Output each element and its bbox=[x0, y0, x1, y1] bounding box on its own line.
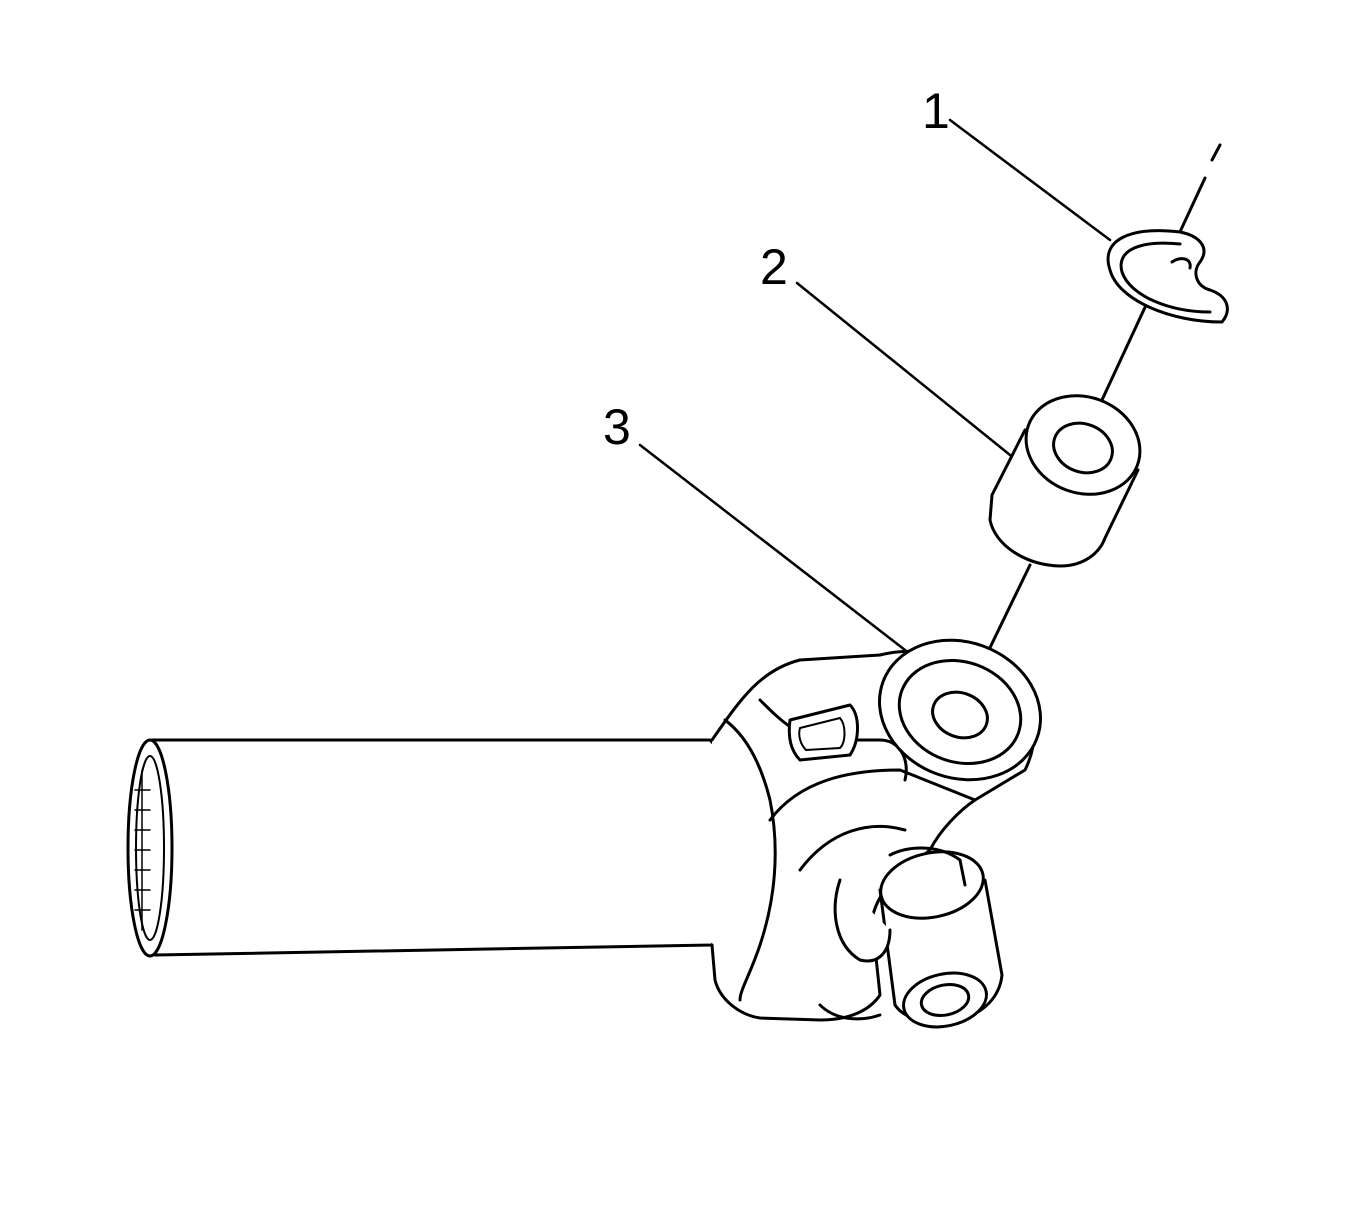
leader-line-3 bbox=[638, 443, 907, 652]
callout-2: 2 bbox=[760, 239, 788, 295]
leader-line-1 bbox=[948, 118, 1112, 242]
leader-line-2 bbox=[795, 281, 1012, 457]
snap-ring bbox=[1106, 229, 1229, 324]
leader-lines bbox=[638, 118, 1112, 652]
callout-3: 3 bbox=[603, 399, 631, 455]
callout-1: 1 bbox=[922, 83, 950, 139]
bearing-cup bbox=[988, 394, 1142, 568]
driveshaft-yoke-assembly bbox=[126, 638, 1042, 1029]
